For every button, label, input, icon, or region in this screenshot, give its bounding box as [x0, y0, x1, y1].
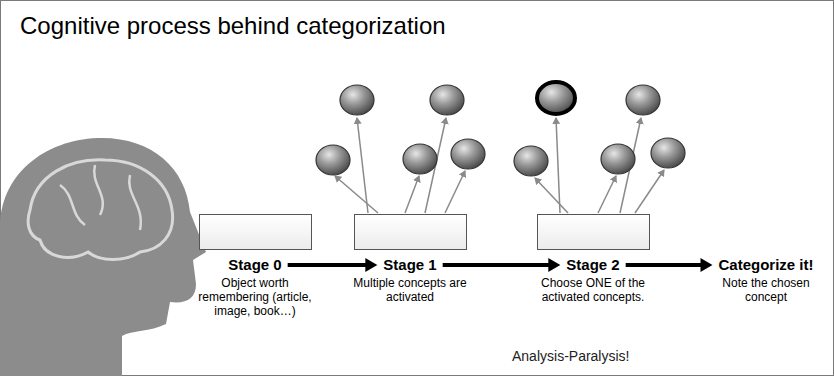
stage-heading: Categorize it! — [718, 256, 813, 274]
note-label: Analysis-Paralysis! — [512, 348, 629, 364]
stage-node: Stage 0 Object worth remembering (article… — [180, 214, 330, 318]
flow-arrow — [288, 258, 378, 272]
stage-description: Multiple concepts are activated — [340, 276, 480, 304]
flow-arrow — [443, 258, 561, 272]
stage-heading: Stage 1 — [383, 256, 436, 274]
head-silhouette — [0, 138, 206, 376]
stage-node: Categorize it! Note the chosen concept — [702, 256, 830, 304]
stage-box — [199, 214, 312, 250]
flow-arrow — [626, 258, 713, 272]
stage-description: Note the chosen concept — [711, 276, 821, 304]
stage-box — [537, 214, 650, 250]
stage-heading: Stage 2 — [566, 256, 619, 274]
stage-node: Stage 2 Choose ONE of the activated conce… — [518, 214, 668, 304]
stage-heading: Stage 0 — [228, 256, 281, 274]
diagram-title: Cognitive process behind categorization — [20, 12, 446, 40]
stage-box — [354, 214, 467, 250]
stage-description: Object worth remembering (article, image… — [185, 276, 325, 318]
concept-balls — [316, 82, 685, 176]
stage-description: Choose ONE of the activated concepts. — [528, 276, 658, 304]
stage-node: Stage 1 Multiple concepts are activated — [335, 214, 485, 304]
concept-arrows — [335, 118, 664, 213]
